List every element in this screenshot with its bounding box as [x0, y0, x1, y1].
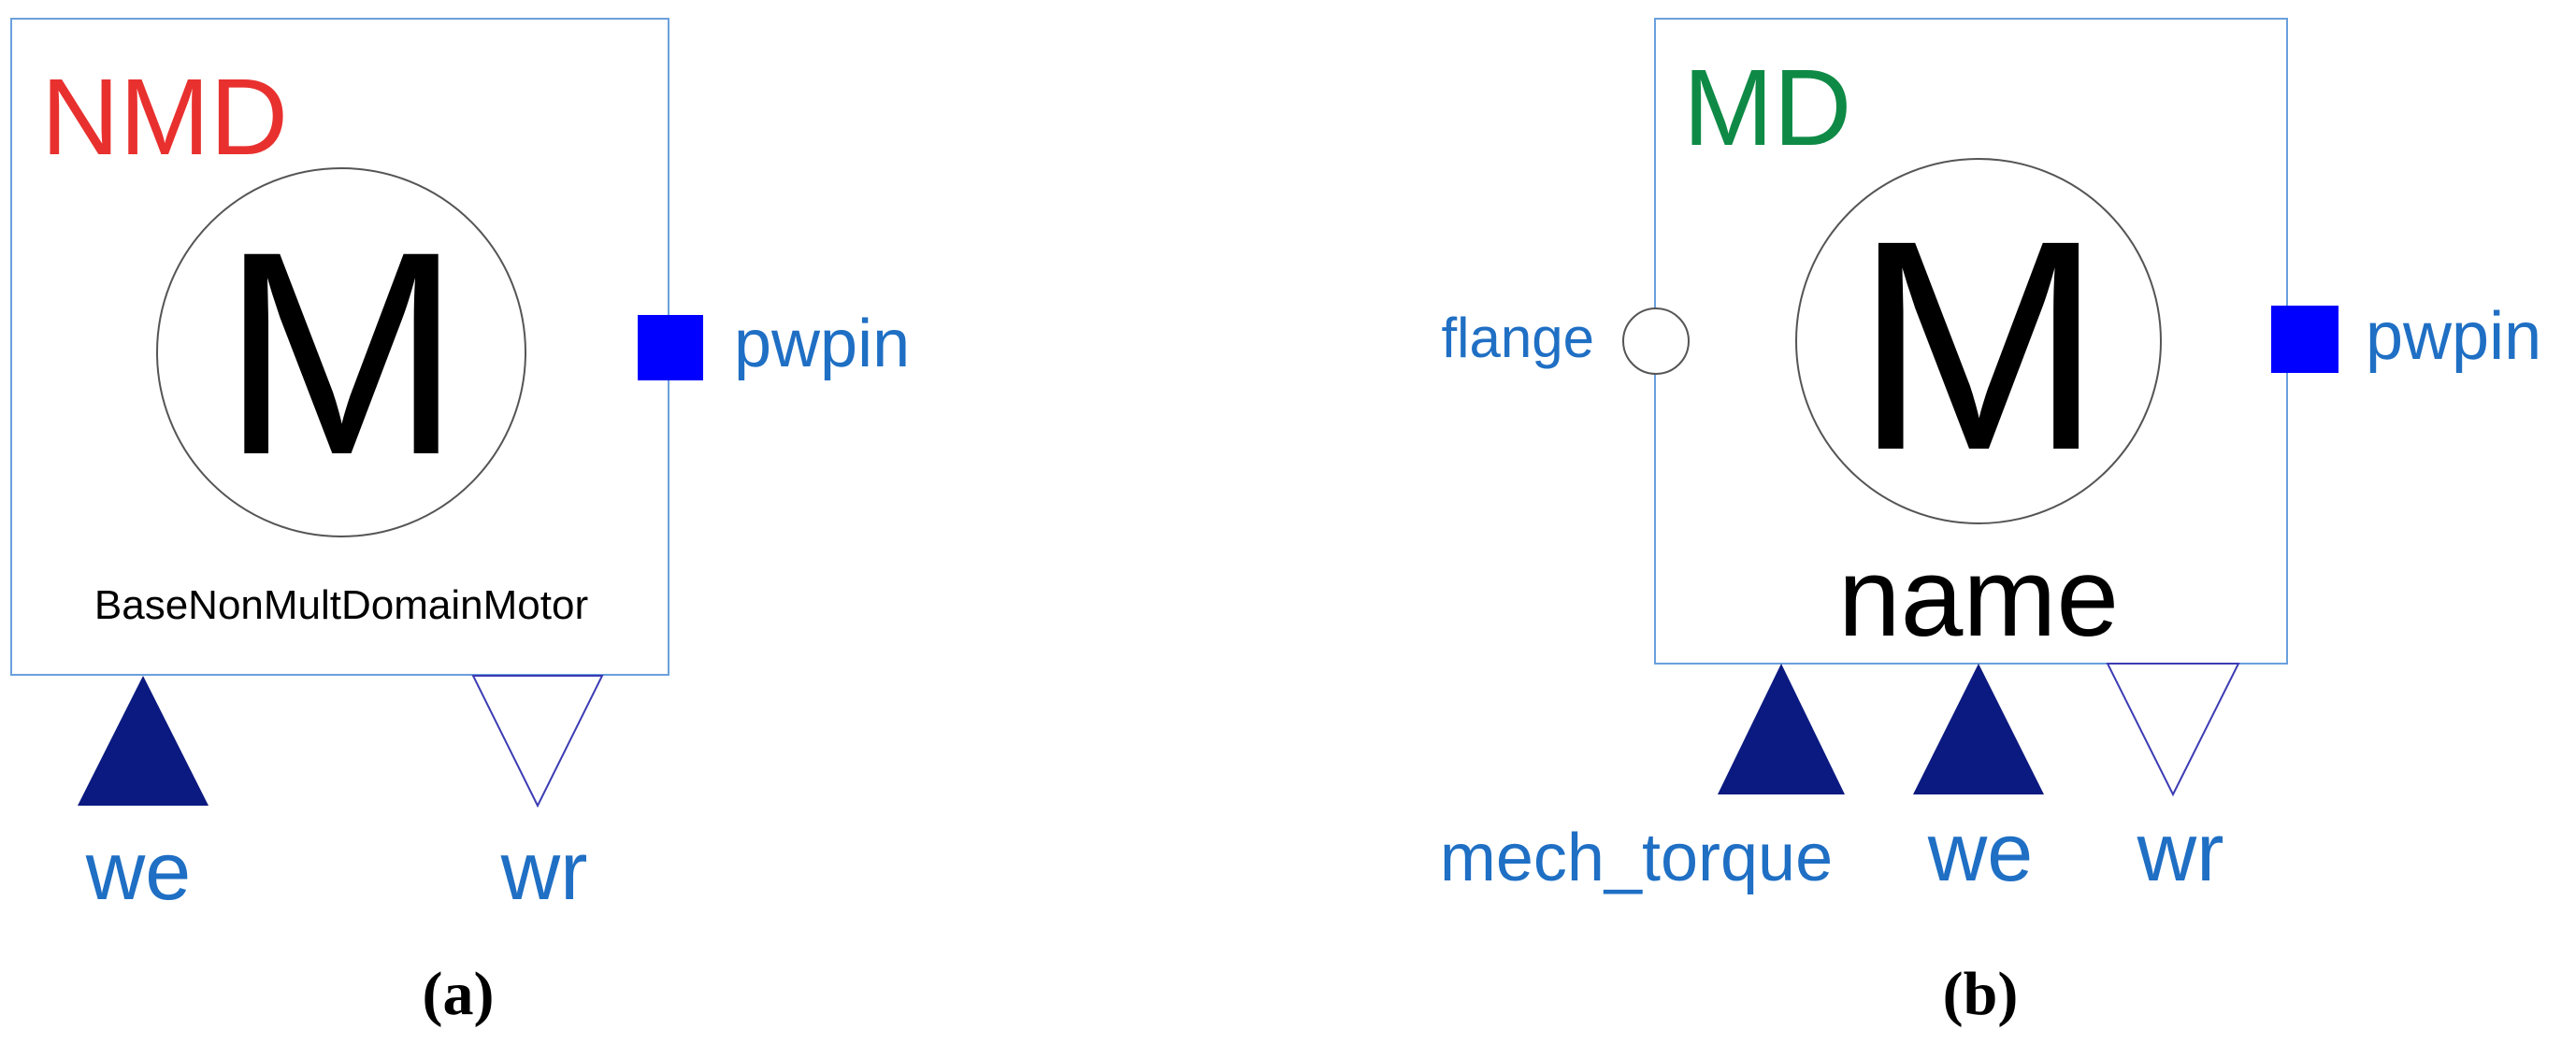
mech-torque-input-label: mech_torque — [1440, 821, 1833, 895]
panel-b: MD M name flange pwpin mech_torque we wr… — [1440, 18, 2541, 1028]
power-pin-label: pwpin — [734, 307, 910, 381]
wr-output-triangle[interactable] — [471, 675, 604, 808]
motor-circle-icon — [156, 167, 526, 537]
motor-symbol-label: M — [221, 191, 462, 515]
flange-port-label: flange — [1442, 307, 1594, 369]
motor-symbol-label: M — [1854, 178, 2104, 512]
power-pin-port[interactable] — [638, 315, 703, 380]
wr-output-label: wr — [500, 824, 588, 917]
nmd-block-name: BaseNonMultDomainMotor — [94, 582, 588, 628]
we-input-label: we — [85, 824, 192, 917]
wr-output-triangle[interactable] — [2106, 663, 2240, 797]
panel-a: NMD M BaseNonMultDomainMotor pwpin we wr… — [10, 18, 910, 1028]
mech-torque-input-triangle[interactable] — [1718, 664, 1845, 794]
power-pin-label: pwpin — [2366, 299, 2541, 374]
flange-port-icon[interactable] — [1622, 307, 1690, 375]
md-block-tag: MD — [1683, 47, 1851, 168]
panel-b-caption: (b) — [1943, 960, 2019, 1028]
md-block-name: name — [1838, 535, 2119, 660]
we-input-label: we — [1927, 806, 2034, 898]
wr-output-label: wr — [2137, 806, 2224, 898]
nmd-block-tag: NMD — [41, 56, 288, 178]
power-pin-port[interactable] — [2271, 306, 2339, 373]
motor-circle-icon — [1795, 158, 2162, 524]
we-input-triangle[interactable] — [1913, 664, 2044, 794]
we-input-triangle[interactable] — [78, 676, 209, 806]
panel-a-caption: (a) — [423, 960, 495, 1028]
